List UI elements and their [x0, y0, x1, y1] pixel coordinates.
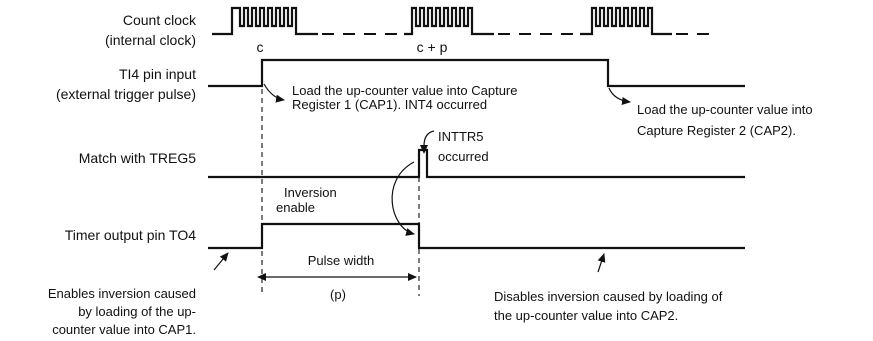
enables-text-3: counter value into CAP1.	[52, 322, 196, 337]
load-cap1-text-2: Register 1 (CAP1). INT4 occurred	[292, 97, 487, 112]
load-cap2-text-1: Load the up-counter value into	[637, 102, 813, 117]
inversion-curved-arrow	[391, 161, 415, 236]
ti4-waveform	[208, 58, 745, 88]
enables-arrow	[213, 252, 229, 271]
marker-c-plus-p: c + p	[417, 39, 448, 55]
cap1-arrow	[263, 83, 285, 103]
marker-c: c	[257, 39, 264, 55]
ti4-sublabel: (external trigger pulse)	[56, 86, 196, 102]
timer-output-waveform	[208, 222, 745, 250]
pulse-width-p: (p)	[330, 287, 346, 302]
ti4-label: TI4 pin input	[119, 66, 196, 82]
load-cap2-text-2: Capture Register 2 (CAP2).	[637, 123, 796, 138]
cap2-arrow	[608, 87, 631, 105]
count-clock-label: Count clock	[123, 12, 197, 28]
pulse-width-text: Pulse width	[308, 253, 374, 268]
match-label: Match with TREG5	[79, 150, 196, 166]
timer-output-label: Timer output pin TO4	[65, 227, 196, 243]
inversion-enable-text-2: enable	[276, 200, 315, 215]
count-clock-waveform	[212, 6, 718, 36]
inttr5-text-1: INTTR5	[438, 129, 484, 144]
disables-arrow	[597, 253, 606, 273]
inttr5-arrow	[420, 130, 435, 154]
enables-text-1: Enables inversion caused	[48, 286, 196, 301]
disables-text-2: the up-counter value into CAP2.	[494, 308, 678, 323]
inttr5-text-2: occurred	[438, 149, 489, 164]
inversion-enable-text-1: Inversion	[284, 185, 337, 200]
load-cap1-text-1: Load the up-counter value into Capture	[292, 83, 518, 98]
count-clock-sublabel: (internal clock)	[105, 32, 196, 48]
enables-text-2: by loading of the up-	[78, 304, 196, 319]
disables-text-1: Disables inversion caused by loading of	[494, 289, 723, 304]
